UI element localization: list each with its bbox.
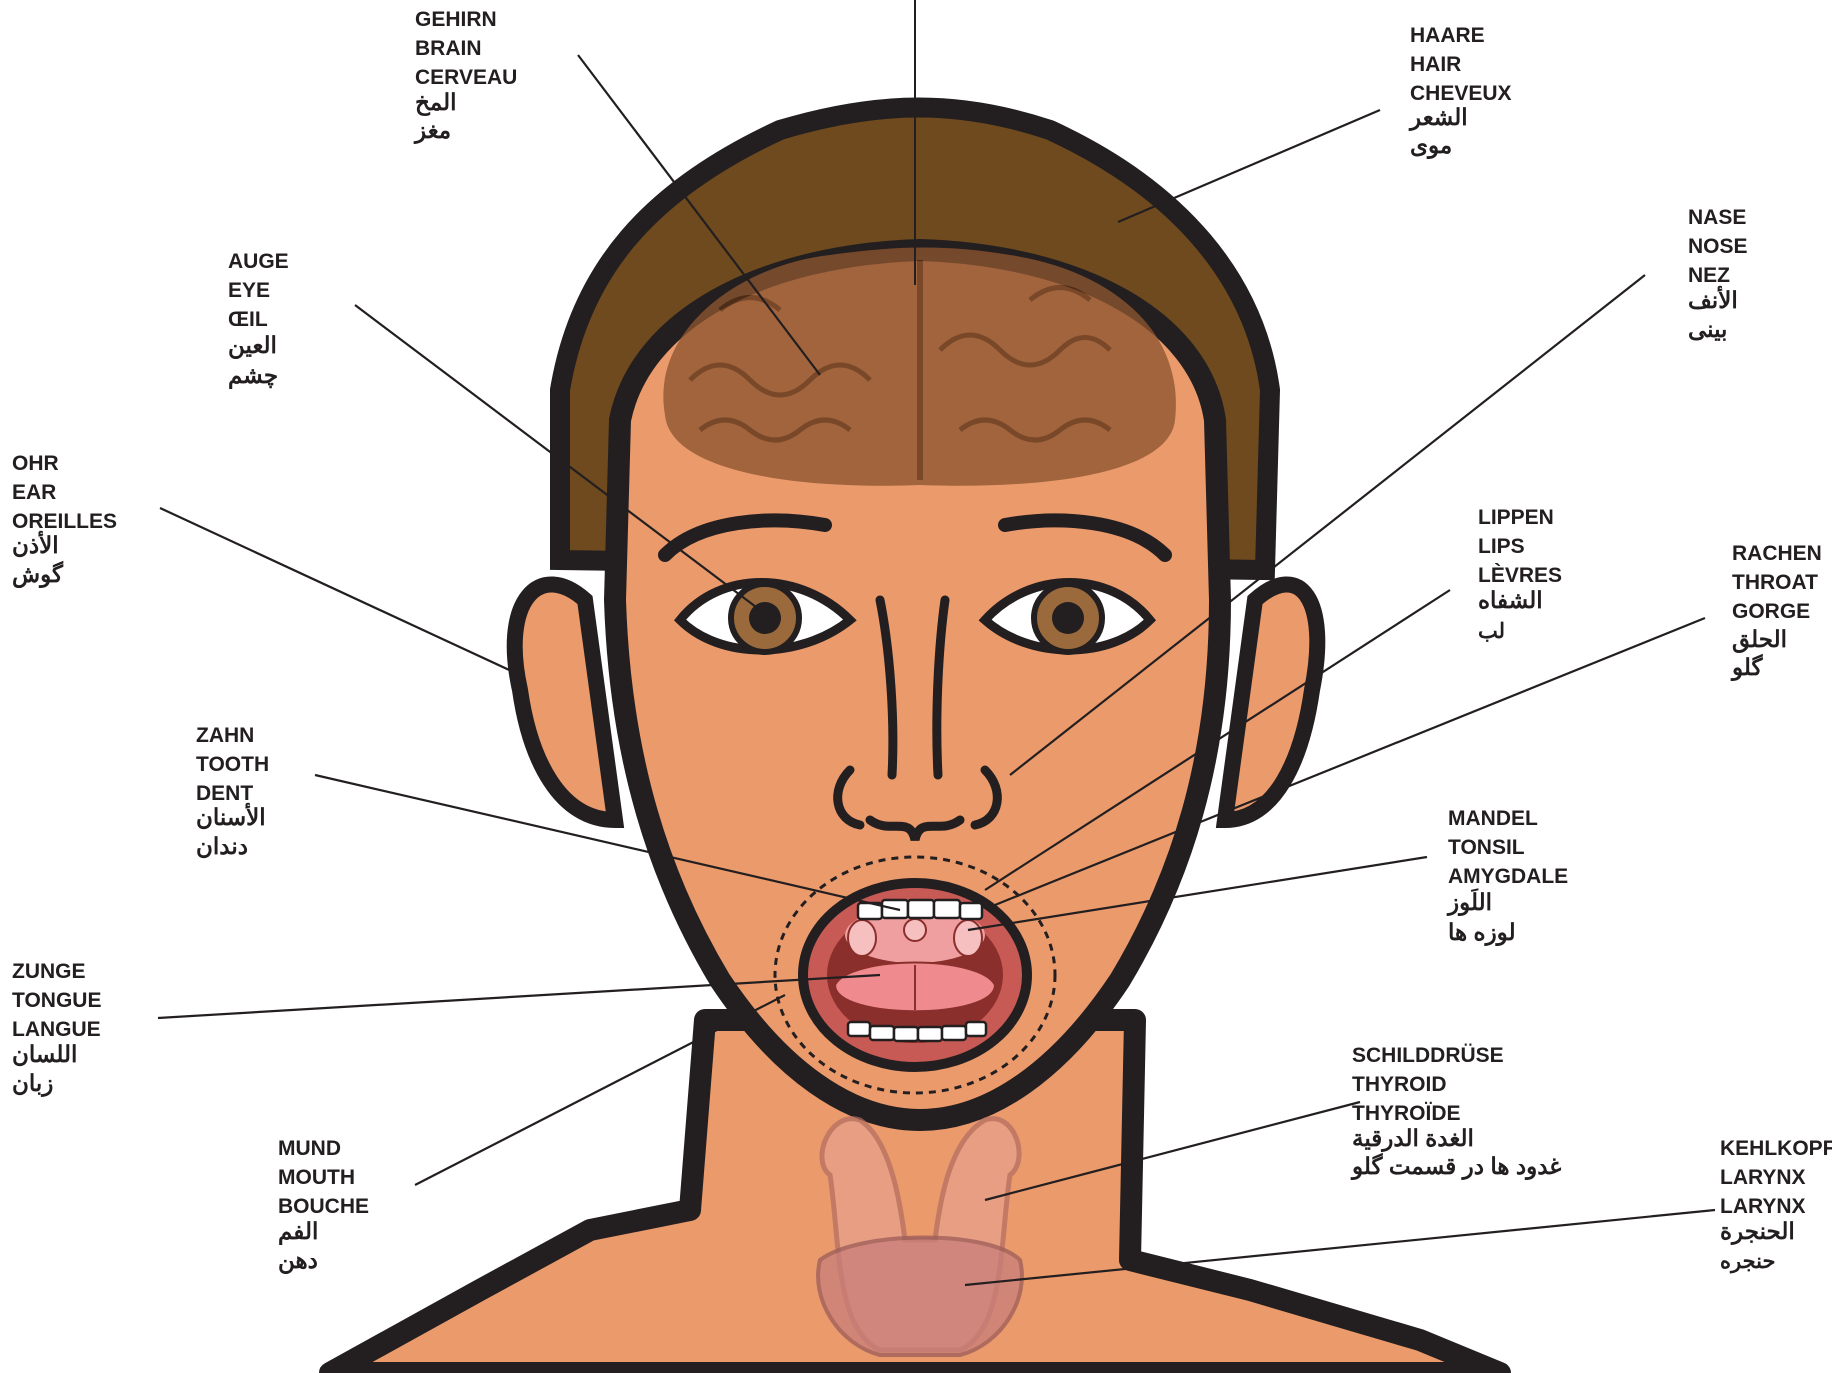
label-tooth-fa: دندان (196, 833, 248, 859)
label-brain: GEHIRN BRAIN CERVEAU المخ مغز (413, 8, 517, 145)
label-brain-fr: CERVEAU (415, 66, 517, 89)
label-larynx-ar: الحنجرة (1720, 1218, 1795, 1246)
leader-hair (1118, 110, 1380, 222)
label-hair-ar: الشعر (1408, 104, 1468, 132)
label-tonsil-fa: لوزه ها (1448, 919, 1516, 947)
left-ear (515, 584, 615, 820)
label-throat-en: THROAT (1732, 571, 1818, 594)
label-ear-fa: گوش (12, 560, 64, 589)
label-lips-ar: الشفاه (1478, 587, 1543, 613)
label-tonsil-de: MANDEL (1448, 807, 1538, 830)
label-larynx-en: LARYNX (1720, 1166, 1806, 1189)
larynx (818, 1238, 1022, 1356)
label-thyroid-fa: غدود ها در قسمت گلو (1350, 1152, 1561, 1181)
label-mouth-de: MUND (278, 1137, 341, 1160)
label-throat-de: RACHEN (1732, 542, 1822, 565)
label-hair-fr: CHEVEUX (1410, 82, 1512, 105)
label-lips-fa: لب (1478, 620, 1505, 643)
label-throat-fa: گلو (1730, 653, 1763, 682)
label-larynx: KEHLKOPF LARYNX LARYNX الحنجرة حنجره (1720, 1137, 1832, 1274)
label-tongue-ar: اللسان (12, 1041, 77, 1067)
label-eye-fr: ŒIL (228, 308, 268, 331)
label-mouth: MUND MOUTH BOUCHE الفم دهن (278, 1137, 369, 1275)
right-tonsil (954, 920, 982, 956)
label-brain-de: GEHIRN (415, 8, 497, 31)
label-tongue-de: ZUNGE (12, 960, 86, 983)
label-thyroid-fr: THYROÏDE (1352, 1102, 1461, 1125)
label-hair-de: HAARE (1410, 24, 1485, 47)
label-brain-ar: المخ (415, 89, 457, 117)
label-thyroid: SCHILDDRÜSE THYROID THYROÏDE الغدة الدرق… (1350, 1044, 1561, 1181)
label-tongue-en: TONGUE (12, 989, 101, 1012)
leader-ear (160, 508, 520, 675)
label-ear: OHR EAR OREILLES الأذن گوش (12, 452, 117, 589)
label-tongue-fr: LANGUE (12, 1018, 101, 1041)
label-brain-fa: مغز (413, 117, 451, 145)
label-mouth-fr: BOUCHE (278, 1195, 369, 1218)
label-nose-fr: NEZ (1688, 264, 1730, 287)
label-tooth-en: TOOTH (196, 753, 269, 776)
label-ear-de: OHR (12, 452, 59, 475)
label-nose-de: NASE (1688, 206, 1746, 229)
label-nose-fa: بینی (1688, 316, 1727, 342)
right-ear (1225, 584, 1317, 820)
label-eye-en: EYE (228, 279, 270, 302)
label-lips-en: LIPS (1478, 535, 1525, 558)
label-mouth-fa: دهن (278, 1247, 318, 1275)
label-tooth-ar: الأسنان (196, 802, 266, 830)
label-tonsil-ar: اللَوز (1446, 888, 1492, 917)
label-lips-fr: LÈVRES (1478, 564, 1562, 587)
label-tooth-de: ZAHN (196, 724, 254, 747)
label-lips: LIPPEN LIPS LÈVRES الشفاه لب (1478, 506, 1562, 643)
label-brain-en: BRAIN (415, 37, 482, 60)
label-mouth-ar: الفم (278, 1218, 318, 1245)
label-throat-fr: GORGE (1732, 600, 1810, 623)
label-nose: NASE NOSE NEZ الأنف بینی (1688, 206, 1748, 342)
label-throat-ar: الحلق (1732, 626, 1787, 654)
label-ear-fr: OREILLES (12, 510, 117, 533)
label-tongue-fa: زبان (12, 1070, 53, 1098)
label-tonsil-en: TONSIL (1448, 836, 1525, 859)
label-tonsil: MANDEL TONSIL AMYGDALE اللَوز لوزه ها (1446, 807, 1568, 947)
label-nose-en: NOSE (1688, 235, 1748, 258)
label-eye-fa: چشم (228, 362, 278, 389)
label-ear-en: EAR (12, 481, 56, 504)
label-eye: AUGE EYE ŒIL العين چشم (228, 250, 289, 389)
label-hair-fa: موی (1410, 132, 1452, 160)
label-eye-de: AUGE (228, 250, 289, 273)
label-thyroid-ar: الغدة الدرقية (1352, 1125, 1474, 1153)
left-tonsil (848, 920, 876, 956)
label-ear-ar: الأذن (12, 530, 59, 558)
label-throat: RACHEN THROAT GORGE الحلق گلو (1730, 542, 1822, 682)
label-mouth-en: MOUTH (278, 1166, 355, 1189)
label-larynx-de: KEHLKOPF (1720, 1137, 1832, 1160)
uvula (904, 919, 926, 941)
label-nose-ar: الأنف (1688, 285, 1738, 313)
label-eye-ar: العين (228, 332, 277, 360)
label-hair-en: HAIR (1410, 53, 1461, 76)
label-thyroid-de: SCHILDDRÜSE (1352, 1044, 1504, 1067)
label-tongue: ZUNGE TONGUE LANGUE اللسان زبان (12, 960, 101, 1098)
label-lips-de: LIPPEN (1478, 506, 1554, 529)
upper-teeth (858, 900, 982, 919)
label-tooth: ZAHN TOOTH DENT الأسنان دندان (196, 724, 269, 859)
label-tooth-fr: DENT (196, 782, 253, 805)
label-tonsil-fr: AMYGDALE (1448, 865, 1568, 888)
label-larynx-fa: حنجره (1720, 1250, 1775, 1274)
label-larynx-fr: LARYNX (1720, 1195, 1806, 1218)
label-thyroid-en: THYROID (1352, 1073, 1447, 1096)
label-hair: HAARE HAIR CHEVEUX الشعر موی (1408, 24, 1512, 160)
